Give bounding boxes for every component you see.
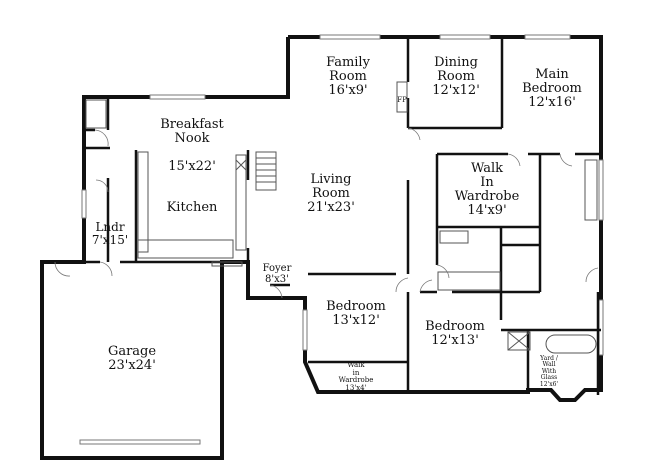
room-size: 13'x4' <box>345 383 367 392</box>
interior-walls <box>84 37 601 395</box>
room-name: Main Bedroom <box>522 66 582 96</box>
room-name: Bedroom <box>425 318 485 334</box>
room-name: Walk In Wardrobe <box>454 160 520 204</box>
room-size: 21'x23' <box>307 200 355 216</box>
room-name: Breakfast Nook <box>160 116 224 146</box>
kitchen-label: Kitchen <box>166 199 218 215</box>
room-name: Bedroom <box>326 298 386 314</box>
room-size: 16'x9' <box>328 83 368 99</box>
room-size: 7'x15' <box>91 233 129 247</box>
room-name: Garage <box>107 343 157 359</box>
room-name: Family Room <box>326 54 370 84</box>
room-size: 15'x22' <box>168 159 216 175</box>
room-size: 14'x9' <box>467 203 507 219</box>
room-name: Foyer <box>262 263 292 275</box>
room-name: Kitchen <box>166 199 218 215</box>
room-size: 8'x3' <box>265 274 289 285</box>
room-name: Walk in Wardrobe <box>338 360 374 384</box>
room-name: Living Room <box>310 171 352 201</box>
fixtures <box>85 81 598 354</box>
fireplace-text: FP <box>397 96 407 105</box>
room-size: 23'x24' <box>108 358 156 373</box>
room-size: 12'x6' <box>539 380 559 388</box>
room-name: Dining Room <box>434 54 478 84</box>
room-size: 12'x13' <box>431 333 479 348</box>
windows <box>79 34 604 445</box>
room-size: 13'x12' <box>332 313 380 328</box>
room-name: Yard / Wall With Glass <box>540 354 558 382</box>
room-name: Lndr <box>95 220 125 235</box>
exterior-walls <box>40 35 603 460</box>
door-swings <box>54 127 599 299</box>
fireplace-label: FP <box>397 96 407 105</box>
breakfast-nook-label: Breakfast Nook 15'x22' <box>160 116 224 175</box>
room-size: 12'x12' <box>432 83 480 99</box>
room-size: 12'x16' <box>528 95 576 111</box>
